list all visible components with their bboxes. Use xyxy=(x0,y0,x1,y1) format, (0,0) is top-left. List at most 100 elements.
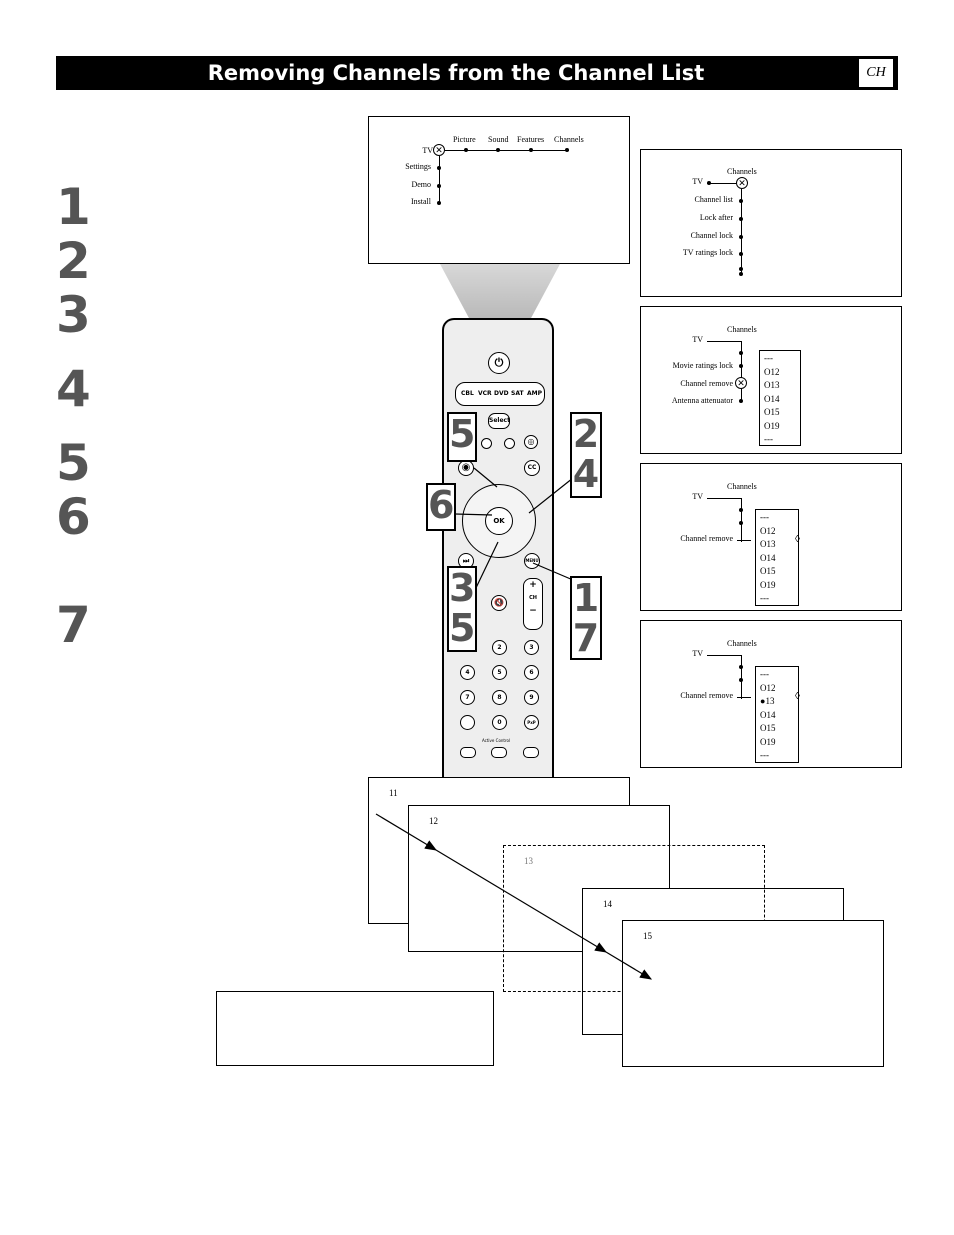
menu-item-movie-ratings-lock: Movie ratings lock xyxy=(672,361,733,370)
channels-header: Channels xyxy=(727,167,757,176)
list-item: O15 xyxy=(760,566,776,576)
channel-number: 15 xyxy=(643,931,652,941)
callout-digit: 5 xyxy=(449,606,476,650)
format-button[interactable] xyxy=(460,747,476,758)
info-button[interactable] xyxy=(460,715,475,730)
ok-button[interactable]: OK xyxy=(485,507,513,535)
step-number-3: 3 xyxy=(56,286,91,344)
channel-marked-screen: Channels TV Channel remove --- O12 ●13 O… xyxy=(640,620,902,768)
source-amp-button[interactable]: AMP xyxy=(527,390,543,397)
main-menu-screen: TV ✕ Picture Sound Features Channels Set… xyxy=(368,116,630,264)
list-item: --- xyxy=(760,512,769,522)
mute-button[interactable]: 🔇 xyxy=(491,595,507,611)
callout-digit: 7 xyxy=(572,616,600,660)
power-button[interactable]: ⏻ xyxy=(488,352,510,374)
menu-tv-label: TV xyxy=(692,492,703,501)
pip-button[interactable]: PxP xyxy=(524,715,539,730)
list-item: O15 xyxy=(764,407,780,417)
callout-digit: 3 xyxy=(449,566,476,610)
list-item: O13 xyxy=(764,380,780,390)
digit-button[interactable]: 5 xyxy=(492,665,507,680)
callout-step-6: 6 xyxy=(426,483,456,531)
callout-digit: 2 xyxy=(572,412,600,456)
digit-button[interactable]: 3 xyxy=(524,640,539,655)
source-cbl-button[interactable]: CBL xyxy=(461,390,474,397)
digit-button[interactable]: 2 xyxy=(492,640,507,655)
list-item: O12 xyxy=(760,683,776,693)
callout-step-3-5: 3 5 xyxy=(447,566,477,652)
page-title: Removing Channels from the Channel List xyxy=(207,61,705,85)
menu-tv-label: TV xyxy=(692,177,703,186)
menu-item-antenna-attenuator: Antenna attenuator xyxy=(671,396,733,405)
list-item: --- xyxy=(760,593,769,603)
menu-item-tv-ratings-lock: TV ratings lock xyxy=(682,248,733,257)
channel-list-box: --- O12 O13 O14 O15 O19 --- xyxy=(759,350,801,446)
menu-item-channel-remove: Channel remove xyxy=(680,534,733,543)
menu-item-channel-lock: Channel lock xyxy=(690,231,733,240)
menu-tv-label: TV xyxy=(692,649,703,658)
channel-remove-screen: Channels TV ✕ Movie ratings lock Channel… xyxy=(640,306,902,454)
callout-step-1-7: 1 7 xyxy=(570,576,602,660)
channel-rocker[interactable]: + CH − xyxy=(523,578,543,630)
menu-item-install: Install xyxy=(411,197,431,206)
menu-button[interactable]: MENU xyxy=(524,553,540,569)
list-item: O14 xyxy=(760,553,776,563)
channel-down-button[interactable]: − xyxy=(529,606,537,616)
step-number-6: 6 xyxy=(56,488,91,546)
list-item: --- xyxy=(764,353,773,363)
digit-button[interactable]: 9 xyxy=(524,690,539,705)
step-number-4: 4 xyxy=(56,360,91,418)
menu-item-features: Features xyxy=(517,135,545,144)
digit-button[interactable]: 4 xyxy=(460,665,475,680)
menu-tv-label: TV xyxy=(692,335,703,344)
source-vcr-button[interactable]: VCR xyxy=(478,390,492,397)
list-item: O19 xyxy=(760,580,776,590)
menu-item-settings: Settings xyxy=(405,162,431,171)
source-dvd-button[interactable]: DVD xyxy=(494,390,509,397)
channel-list-box: --- O12 O13 O14 O15 O19 --- xyxy=(755,509,799,606)
menu-item-sound: Sound xyxy=(488,135,509,144)
channel-list-box: --- O12 ●13 O14 O15 O19 --- xyxy=(755,666,799,763)
channel-number: 12 xyxy=(429,816,438,826)
cc-button[interactable]: CC xyxy=(524,460,540,476)
step-number-1: 1 xyxy=(56,178,91,236)
list-item: O12 xyxy=(760,526,776,536)
cursor-icon: ✕ xyxy=(735,377,747,389)
chapter-badge: CH xyxy=(858,58,894,88)
menu-item-demo: Demo xyxy=(411,180,431,189)
note-box xyxy=(216,991,494,1066)
menu-item-channels: Channels xyxy=(554,135,584,144)
menu-item-channel-remove: Channel remove xyxy=(680,379,733,388)
screen-button[interactable] xyxy=(491,747,507,758)
digit-button[interactable]: 0 xyxy=(492,715,507,730)
list-item: --- xyxy=(760,669,769,679)
digit-button[interactable]: 8 xyxy=(492,690,507,705)
list-item: O19 xyxy=(760,737,776,747)
channel-up-button[interactable]: + xyxy=(529,580,537,590)
callout-step-5: 5 xyxy=(447,412,477,462)
list-item: O12 xyxy=(764,367,780,377)
menu-item-lock-after: Lock after xyxy=(699,213,733,222)
channels-header: Channels xyxy=(727,482,757,491)
callout-step-2-4: 2 4 xyxy=(570,412,602,498)
list-item: O14 xyxy=(764,394,780,404)
channel-frame: 15 xyxy=(622,920,884,1067)
teletext-button[interactable] xyxy=(523,747,539,758)
menu-tv-label: TV xyxy=(422,146,433,155)
step-number-7: 7 xyxy=(56,596,91,654)
record-button[interactable]: ◎ xyxy=(524,435,538,449)
select-button[interactable]: Select xyxy=(488,413,510,429)
list-item: O15 xyxy=(760,723,776,733)
stop-button[interactable] xyxy=(481,438,492,449)
source-sat-button[interactable]: SAT xyxy=(511,390,524,397)
list-item: --- xyxy=(760,750,769,760)
menu-item-channel-remove: Channel remove xyxy=(680,691,733,700)
active-control-label: Active Control xyxy=(482,738,511,743)
step-number-2: 2 xyxy=(56,232,91,290)
play-button[interactable] xyxy=(504,438,515,449)
digit-button[interactable]: 6 xyxy=(524,665,539,680)
digit-button[interactable]: 7 xyxy=(460,690,475,705)
callout-digit: 1 xyxy=(572,576,600,620)
